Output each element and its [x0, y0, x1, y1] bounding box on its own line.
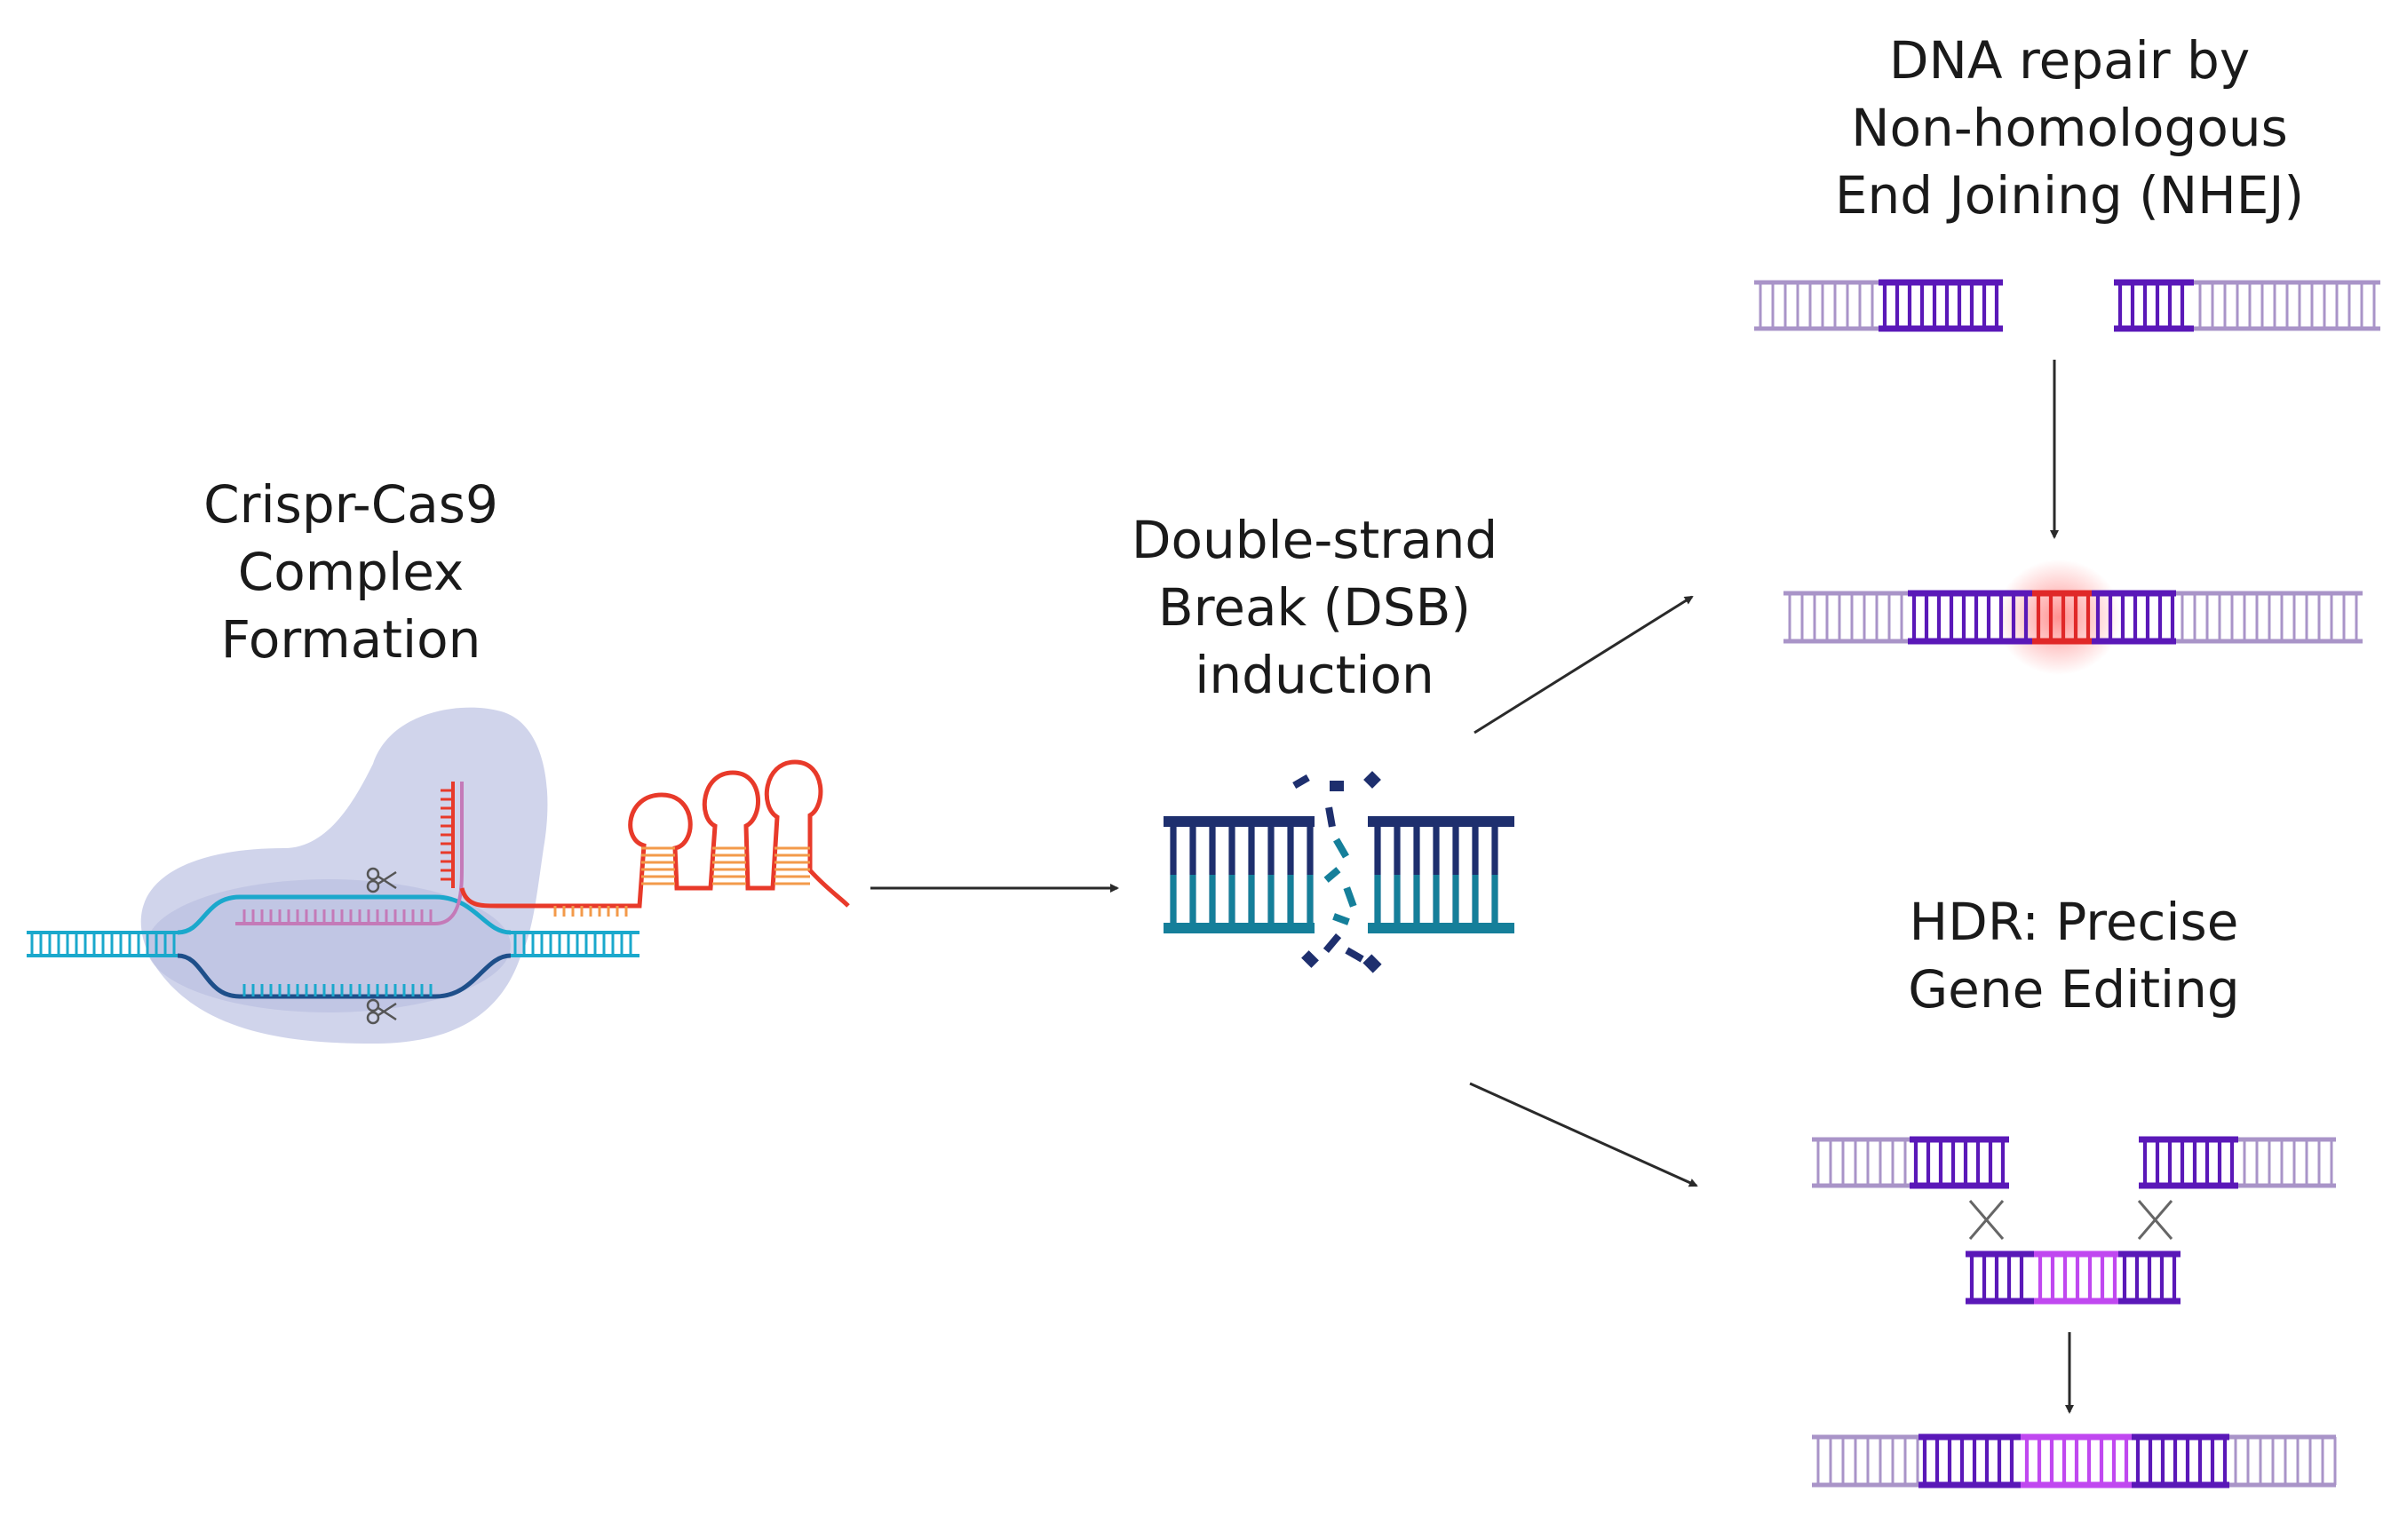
dna-fragment [1363, 771, 1381, 789]
hdr-result-dark-left [1918, 1433, 2021, 1488]
nhej-joined-indel [2032, 590, 2092, 645]
hdr-right-dark [2139, 1136, 2238, 1189]
label-complex-formation: Crispr-Cas9 Complex Formation [151, 471, 551, 673]
hdr-template-left [1966, 1250, 2034, 1305]
label-dsb-line-3: induction [1195, 645, 1434, 705]
arrow-dsb-to-hdr [1469, 1082, 1698, 1187]
nhej-joined-dark-right [2092, 590, 2176, 645]
dna-fragment [1325, 806, 1336, 828]
label-dsb-induction: Double-strand Break (DSB) induction [1092, 506, 1537, 709]
nhej-edit-glow [1997, 560, 2121, 675]
nhej-broken-right-dark [2114, 279, 2194, 332]
label-complex-line-2: Complex [237, 542, 465, 602]
hdr-result-light-right [2229, 1434, 2337, 1488]
cas9-inner-lobe [147, 879, 511, 1012]
dna-fragment [1301, 950, 1319, 968]
hdr-left-light [1812, 1137, 1910, 1188]
nhej-joined-dark-left [1908, 590, 2032, 645]
nhej-broken-left-light [1754, 280, 1879, 331]
dna-fragment [1323, 933, 1342, 953]
scissors-icon [366, 998, 397, 1025]
label-dsb-line-1: Double-strand [1131, 510, 1498, 570]
label-hdr-line-2: Gene Editing [1908, 959, 2240, 1020]
guide-rna-scaffold [459, 759, 850, 909]
crossover-icon [1968, 1200, 2005, 1240]
dna-fragment [1362, 954, 1382, 973]
dna-right-duplex [511, 931, 639, 957]
hdr-dna-segments [1812, 1136, 2337, 1488]
nhej-joined-light-left [1783, 591, 1908, 644]
label-hdr-line-1: HDR: Precise [1909, 892, 2239, 952]
hdr-left-dark [1910, 1136, 2009, 1189]
dna-fragment [1332, 913, 1350, 925]
arrow-dsb-to-nhej [1474, 595, 1694, 734]
label-nhej-line-2: Non-homologous [1851, 98, 2288, 158]
nhej-broken-left-dark [1879, 279, 2003, 332]
dna-fragment [1323, 867, 1341, 883]
dna-fragment [1330, 781, 1344, 791]
hdr-template-right [2118, 1250, 2181, 1305]
label-nhej-line-3: End Joining (NHEJ) [1834, 165, 2305, 226]
label-nhej-line-1: DNA repair by [1888, 30, 2251, 91]
label-complex-line-1: Crispr-Cas9 [203, 474, 498, 535]
hdr-template-insert [2034, 1250, 2118, 1305]
crossover-icon [2137, 1200, 2173, 1240]
nhej-joined-light-right [2176, 591, 2363, 644]
guide-rna-spacer [235, 782, 464, 925]
hdr-result-dark-right [2132, 1433, 2229, 1488]
dna-left-duplex [27, 931, 178, 957]
nhej-dna-segments [1754, 279, 2380, 645]
label-complex-line-3: Formation [220, 609, 481, 670]
dna-fragment [1333, 837, 1349, 859]
double-strand-break [1164, 771, 1514, 973]
dna-bottom-strand-open [177, 953, 512, 999]
dna-fragment [1345, 947, 1364, 963]
hdr-result-insert [2021, 1433, 2132, 1488]
hdr-result-light-left [1812, 1434, 1919, 1488]
cas9-complex [27, 707, 850, 1044]
dna-fragment [1292, 774, 1310, 789]
hdr-right-light [2238, 1137, 2336, 1188]
scissors-icon [366, 867, 397, 893]
label-nhej: DNA repair by Non-homologous End Joining… [1767, 27, 2371, 229]
label-hdr: HDR: Precise Gene Editing [1830, 888, 2318, 1023]
dna-top-strand-open [177, 894, 512, 935]
dna-fragment [1343, 886, 1357, 908]
label-dsb-line-2: Break (DSB) [1157, 577, 1472, 638]
nhej-broken-right-light [2194, 280, 2380, 331]
